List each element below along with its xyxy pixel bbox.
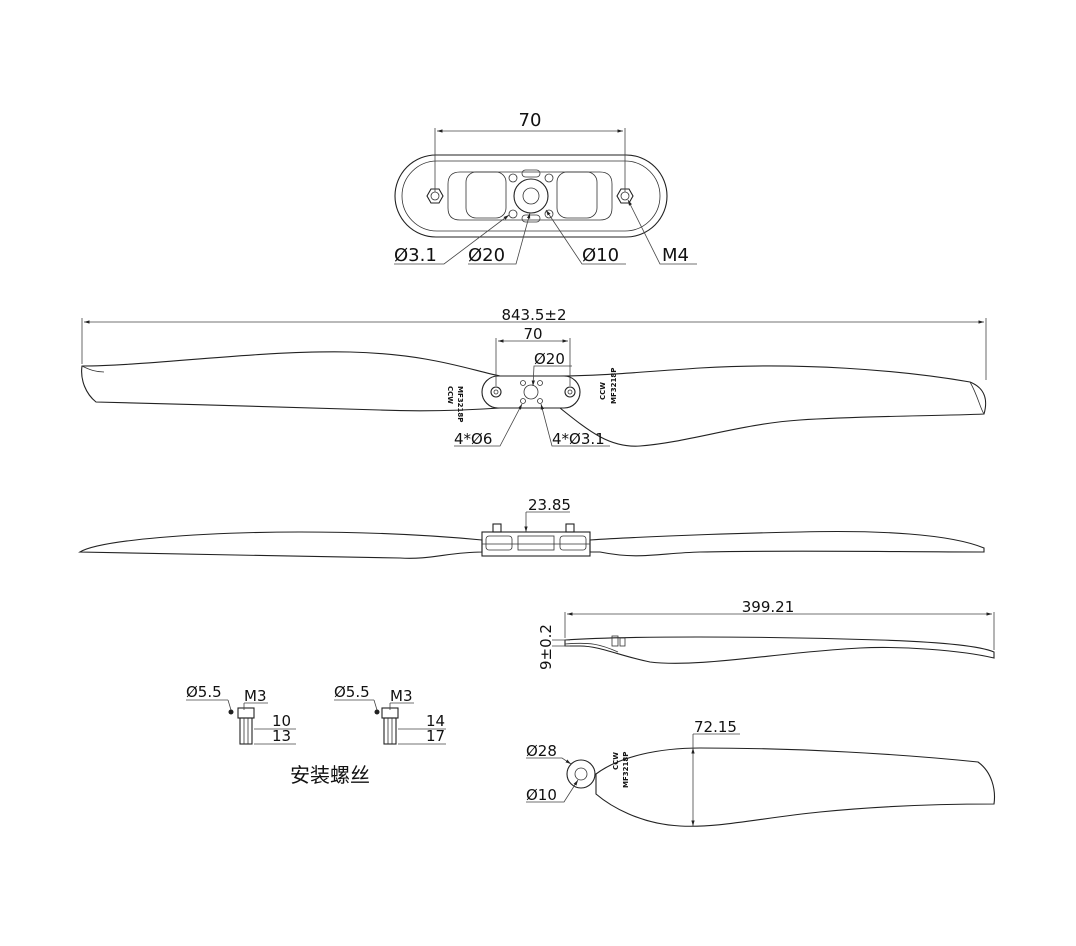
plan-holes-small-label: 4*Ø3.1: [552, 430, 605, 448]
plan-spacing-dim: 70: [523, 325, 542, 343]
screw-a-len-total: 13: [272, 727, 291, 745]
blade-plan-view: 72.15 CCW MF3218P Ø28 Ø10: [526, 718, 996, 827]
blade-outer-dia-label: Ø28: [526, 742, 557, 760]
top-spacing-dim: 70: [519, 110, 542, 131]
top-thread-label: M4: [662, 245, 689, 266]
plan-view-propeller: MF3218P CCW CCW MF3218P 843.5±2 70 Ø20 4…: [81, 306, 987, 448]
blade-inner-dia-label: Ø10: [526, 786, 557, 804]
plan-right-mark-1: CCW: [599, 382, 607, 400]
top-center-bore-label: Ø10: [582, 245, 619, 266]
screw-b-len-total: 17: [426, 727, 445, 745]
blade-chord-dim: 72.15: [694, 718, 737, 736]
screw-a: Ø5.5 M3 10 13: [186, 683, 296, 745]
blade-mark-2: MF3218P: [622, 752, 630, 788]
plan-hub-bore-label: Ø20: [534, 350, 565, 368]
screw-b-len-thread: 14: [426, 712, 445, 730]
screw-a-thread-label: M3: [244, 687, 267, 705]
screw-b-head-label: Ø5.5: [334, 683, 370, 701]
top-hub-view: 70 Ø3.1 Ø20 Ø10 M4: [394, 110, 697, 266]
top-hub-bore-label: Ø20: [468, 245, 505, 266]
hub-height-dim: 23.85: [528, 496, 571, 514]
plan-holes-large-label: 4*Ø6: [454, 430, 492, 448]
overall-length-dim: 843.5±2: [501, 306, 566, 324]
screw-a-head-label: Ø5.5: [186, 683, 222, 701]
screw-b: Ø5.5 M3 14 17: [334, 683, 446, 745]
screw-a-len-thread: 10: [272, 712, 291, 730]
screw-b-thread-label: M3: [390, 687, 413, 705]
blade-mark-1: CCW: [612, 752, 620, 770]
blade-thickness-dim: 9±0.2: [537, 624, 555, 670]
plan-left-mark-2: CCW: [446, 386, 454, 404]
blade-side-view: 399.21 9±0.2: [537, 598, 995, 670]
top-hole-small-label: Ø3.1: [394, 245, 437, 266]
side-view-propeller: 23.85: [78, 496, 985, 559]
plan-right-mark-2: MF3218P: [610, 368, 618, 404]
blade-length-dim: 399.21: [742, 598, 795, 616]
plan-left-mark-1: MF3218P: [456, 386, 464, 422]
screws-title: 安装螺丝: [290, 763, 370, 787]
